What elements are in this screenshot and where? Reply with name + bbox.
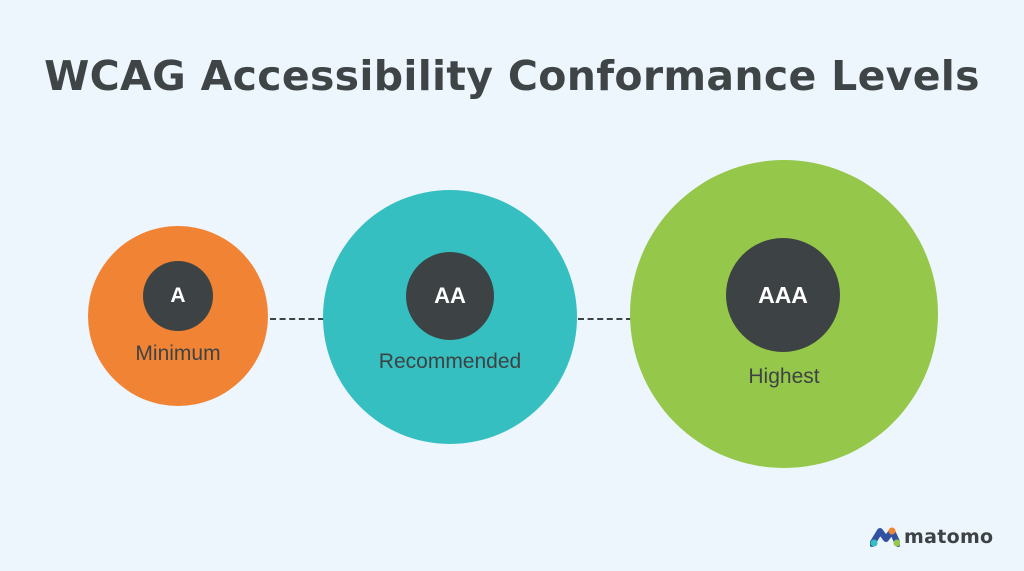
matomo-logo-icon [870, 527, 900, 547]
level-aaa-badge: AAA [726, 238, 840, 352]
level-a-code: A [170, 284, 186, 307]
page-title: WCAG Accessibility Conformance Levels [44, 52, 980, 100]
level-aaa-label: Highest [748, 365, 820, 388]
level-aa-badge: AA [406, 252, 494, 340]
level-a-label: Minimum [135, 342, 221, 365]
level-aaa-code: AAA [758, 281, 808, 308]
connector-aa-aaa [578, 318, 632, 320]
logo-text: matomo [904, 526, 994, 548]
connector-a-aa [270, 318, 324, 320]
level-a-badge: A [143, 261, 213, 331]
matomo-logo: matomo [870, 526, 993, 548]
level-aa-code: AA [434, 283, 466, 308]
level-aa-label: Recommended [378, 350, 522, 373]
